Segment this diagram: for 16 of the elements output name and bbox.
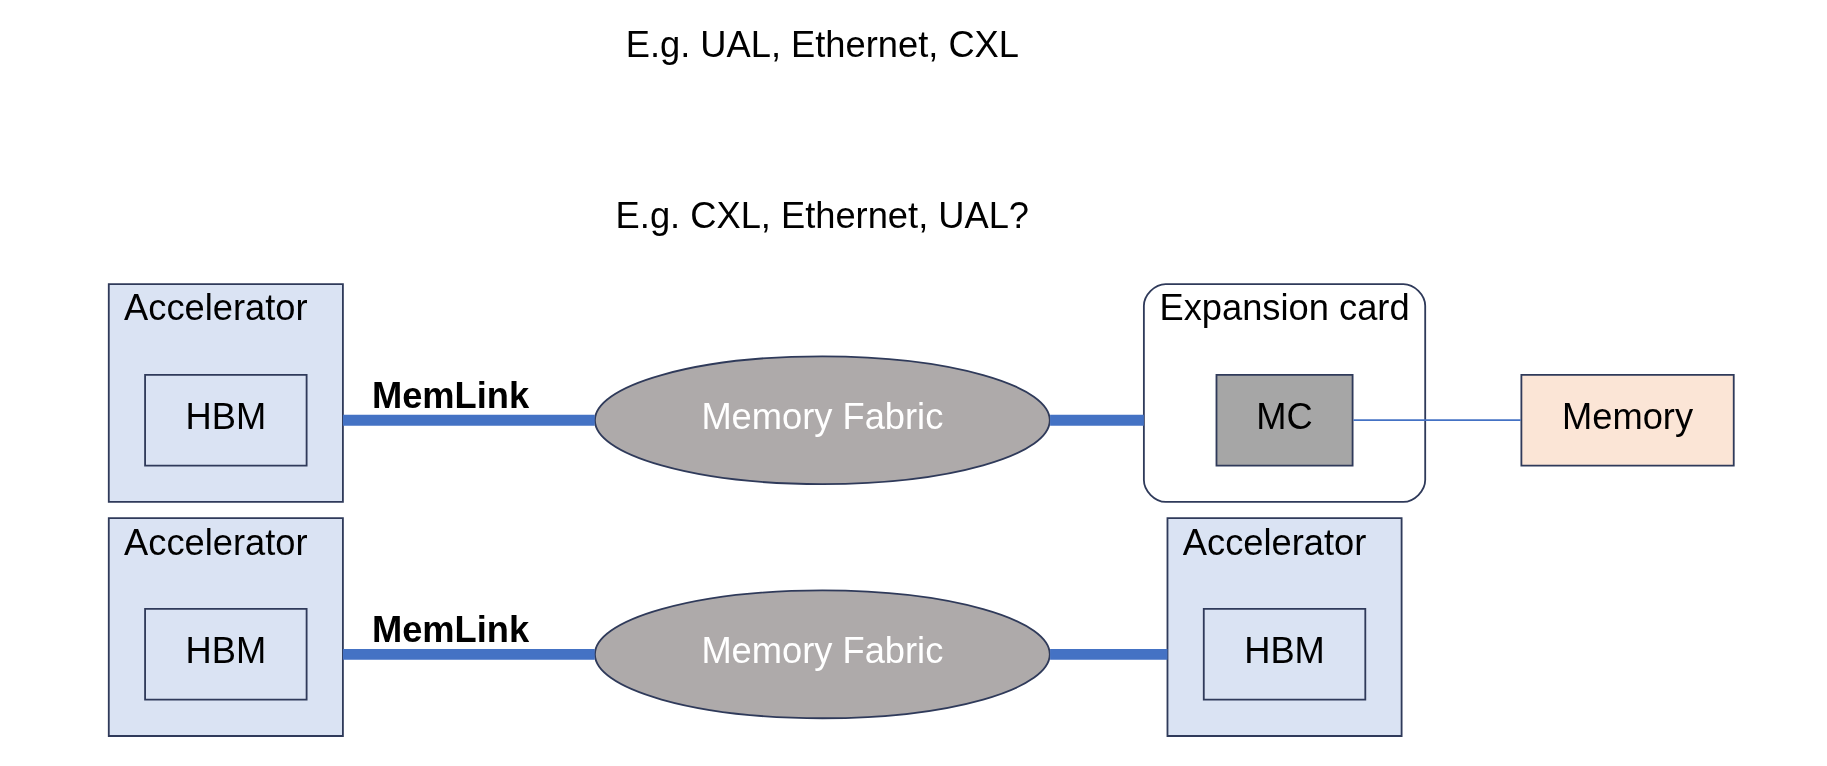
- node-box: HBM: [1202, 608, 1366, 701]
- connector: [342, 648, 595, 660]
- edge-label: MemLink: [371, 374, 529, 416]
- label: E.g. UAL, Ethernet, CXL: [625, 24, 1019, 66]
- edge-label: MemLink: [371, 608, 529, 650]
- connector: [342, 414, 595, 426]
- node-box: HBM: [143, 373, 307, 467]
- node-ellipse: Memory Fabric: [593, 355, 1051, 485]
- node-box: HBM: [143, 608, 307, 701]
- node-box: Memory: [1520, 373, 1735, 467]
- node-ellipse: Memory Fabric: [593, 589, 1051, 720]
- node-box: MC: [1215, 373, 1353, 467]
- connector: [1049, 648, 1167, 660]
- label: E.g. CXL, Ethernet, UAL?: [615, 194, 1029, 236]
- connector: [1352, 419, 1522, 422]
- connector: [1049, 414, 1144, 426]
